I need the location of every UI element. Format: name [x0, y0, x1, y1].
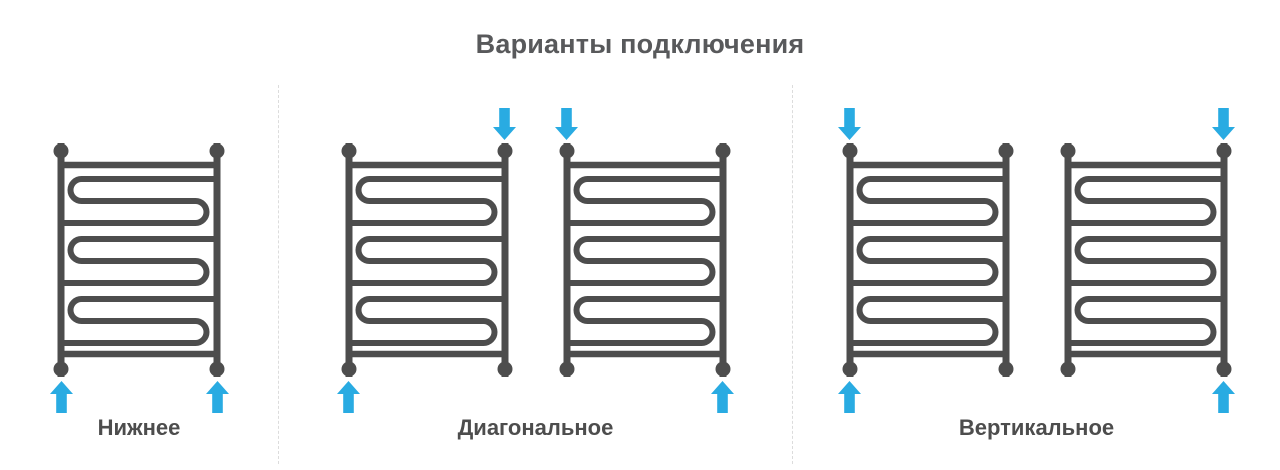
- section-vertical-connection: Вертикальное: [792, 85, 1280, 464]
- radiators-row: [838, 85, 1235, 413]
- knob-top-right: [497, 143, 512, 159]
- serpentine-coil: [348, 296, 505, 346]
- mounting-knobs: [1060, 143, 1231, 377]
- section-diagonal-connection: Диагональное: [278, 85, 792, 464]
- mounting-knobs: [842, 143, 1013, 377]
- towel-radiator: [49, 85, 229, 413]
- towel-radiator: [1058, 85, 1235, 413]
- knob-bottom-left: [559, 361, 574, 377]
- top-arrows-row: [838, 108, 1016, 140]
- bottom-arrows-row: [557, 381, 734, 413]
- bottom-arrows-row: [1058, 381, 1235, 413]
- flow-arrow-up-icon: [337, 381, 360, 413]
- page-title: Варианты подключения: [475, 29, 805, 59]
- knob-bottom-right: [209, 361, 225, 377]
- top-arrows-row: [339, 108, 516, 140]
- mounting-knobs: [53, 143, 225, 377]
- radiator-drawing: [559, 143, 730, 377]
- radiator-drawing: [842, 143, 1013, 377]
- towel-radiator: [337, 85, 516, 413]
- towel-radiator: [838, 85, 1016, 413]
- serpentine-coil: [566, 176, 723, 226]
- serpentine-coil: [61, 176, 217, 226]
- knob-bottom-left: [53, 361, 69, 377]
- knob-bottom-right: [715, 361, 730, 377]
- flow-arrow-down-icon: [493, 108, 516, 140]
- radiators-row: [337, 85, 734, 413]
- knob-top-left: [1060, 143, 1075, 159]
- knob-top-right: [715, 143, 730, 159]
- bottom-arrows-row: [49, 381, 229, 413]
- flow-arrow-up-icon: [711, 381, 734, 413]
- flow-arrow-up-icon: [205, 381, 229, 413]
- knob-top-left: [559, 143, 574, 159]
- knob-bottom-right: [998, 361, 1013, 377]
- serpentine-coil: [1067, 296, 1224, 346]
- serpentine-coil: [566, 236, 723, 286]
- top-arrows-row: [51, 108, 227, 140]
- serpentine-coil: [348, 176, 505, 226]
- flow-arrow-up-icon: [1212, 381, 1235, 413]
- knob-top-right: [209, 143, 225, 159]
- flow-arrow-up-icon: [838, 381, 861, 413]
- top-arrows-row: [555, 108, 733, 140]
- section-label: Диагональное: [457, 415, 614, 440]
- serpentine-coil: [1067, 176, 1224, 226]
- knob-bottom-left: [341, 361, 356, 377]
- serpentine-coil: [849, 296, 1006, 346]
- bottom-arrows-row: [838, 381, 1016, 413]
- radiator-drawing: [341, 143, 512, 377]
- knob-bottom-left: [842, 361, 857, 377]
- radiator-drawing: [53, 143, 225, 377]
- section-label: Вертикальное: [958, 415, 1115, 440]
- section-bottom-connection: Нижнее: [0, 85, 278, 464]
- knob-bottom-left: [1060, 361, 1075, 377]
- flow-arrow-down-icon: [838, 108, 861, 140]
- serpentine-coil: [1067, 236, 1224, 286]
- serpentine-coil: [849, 236, 1006, 286]
- serpentine-coil: [566, 296, 723, 346]
- serpentine-coil: [61, 236, 217, 286]
- knob-top-left: [53, 143, 69, 159]
- knob-top-left: [341, 143, 356, 159]
- section-label: Нижнее: [97, 415, 181, 440]
- knob-top-left: [842, 143, 857, 159]
- serpentine-coil: [849, 176, 1006, 226]
- towel-radiator: [555, 85, 734, 413]
- radiator-drawing: [1060, 143, 1231, 377]
- knob-top-right: [1216, 143, 1231, 159]
- sections-row: Нижнее: [0, 85, 1280, 464]
- knob-bottom-right: [1216, 361, 1231, 377]
- mounting-knobs: [559, 143, 730, 377]
- knob-bottom-right: [497, 361, 512, 377]
- bottom-arrows-row: [337, 381, 515, 413]
- flow-arrow-down-icon: [555, 108, 578, 140]
- radiators-row: [49, 85, 229, 413]
- flow-arrow-up-icon: [49, 381, 73, 413]
- top-arrows-row: [1058, 108, 1235, 140]
- flow-arrow-down-icon: [1212, 108, 1235, 140]
- serpentine-coil: [348, 236, 505, 286]
- mounting-knobs: [341, 143, 512, 377]
- knob-top-right: [998, 143, 1013, 159]
- serpentine-coil: [61, 296, 217, 346]
